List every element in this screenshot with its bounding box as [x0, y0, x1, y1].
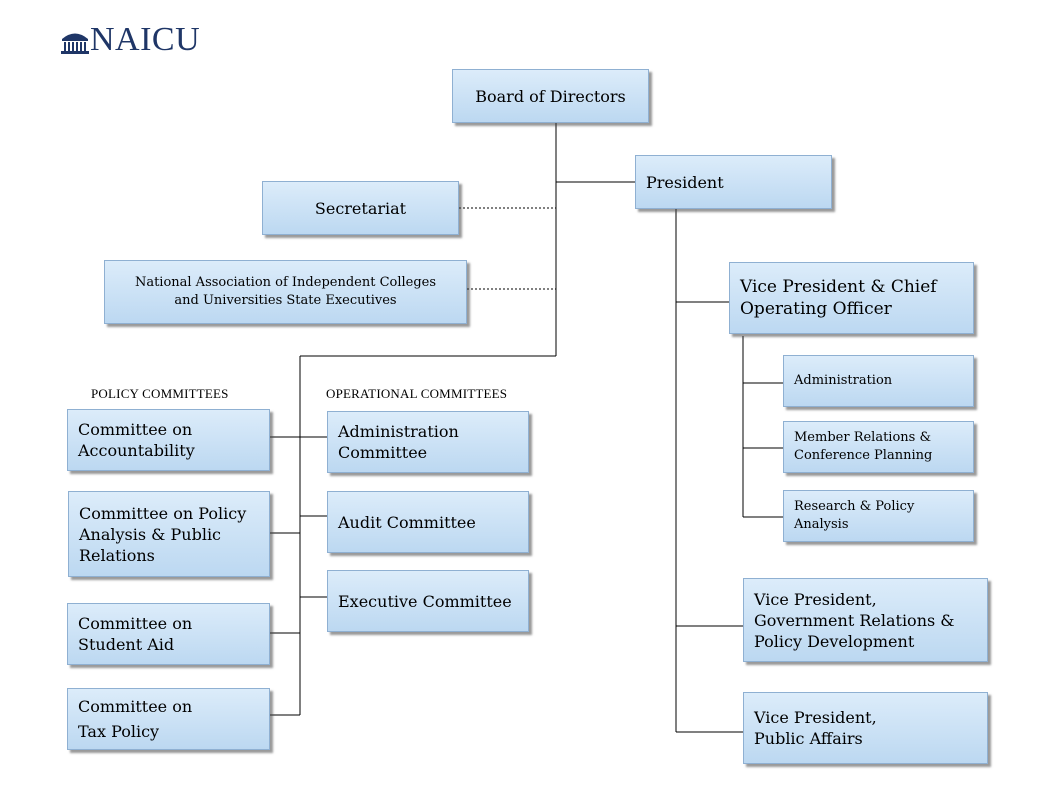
logo-text: NAICU — [90, 21, 201, 58]
box-label: Research & Policy Analysis — [794, 499, 915, 532]
vp-government-relations-box: Vice President, Government Relations & P… — [743, 578, 988, 662]
research-policy-box: Research & Policy Analysis — [783, 490, 974, 542]
box-label: President — [646, 172, 724, 192]
vp-public-affairs-box: Vice President, Public Affairs — [743, 692, 988, 764]
committee-accountability-box: Committee on Accountability — [67, 409, 270, 471]
president-box: President — [635, 155, 832, 209]
box-label: Member Relations & Conference Planning — [794, 430, 933, 463]
capitol-building-icon — [61, 33, 89, 54]
naicu-logo: NAICU — [60, 22, 230, 58]
administration-box: Administration — [783, 355, 974, 407]
box-label: Committee on Accountability — [78, 420, 195, 460]
box-label: Committee on Tax Policy — [78, 697, 193, 741]
administration-committee-box: Administration Committee — [327, 411, 529, 473]
box-label: Administration Committee — [338, 422, 459, 462]
audit-committee-box: Audit Committee — [327, 491, 529, 553]
secretariat-box: Secretariat — [262, 181, 459, 235]
box-label: National Association of Independent Coll… — [134, 275, 437, 308]
box-label: Secretariat — [314, 198, 407, 218]
box-label: Administration — [794, 373, 893, 388]
policy-committees-header: POLICY COMMITTEES — [91, 386, 229, 401]
box-label: Committee on Policy Analysis & Public Re… — [79, 503, 247, 565]
vp-coo-box: Vice President & Chief Operating Officer — [729, 262, 974, 334]
committee-student-aid-box: Committee on Student Aid — [67, 603, 270, 665]
box-label: Vice President, Government Relations & P… — [754, 589, 955, 651]
box-label: Executive Committee — [338, 591, 512, 611]
member-relations-box: Member Relations & Conference Planning — [783, 421, 974, 473]
operational-committees-header: OPERATIONAL COMMITTEES — [326, 386, 508, 401]
committee-tax-policy-box: Committee on Tax Policy — [67, 688, 270, 750]
box-label: Vice President, Public Affairs — [754, 708, 877, 748]
box-label: Vice President & Chief Operating Officer — [740, 277, 937, 319]
box-label: Board of Directors — [475, 86, 626, 106]
box-label: Committee on Student Aid — [78, 614, 193, 654]
naicuse-box: National Association of Independent Coll… — [104, 260, 467, 324]
board-of-directors-box: Board of Directors — [452, 69, 649, 123]
box-label: Audit Committee — [338, 512, 476, 532]
committee-policy-analysis-box: Committee on Policy Analysis & Public Re… — [68, 491, 270, 577]
executive-committee-box: Executive Committee — [327, 570, 529, 632]
